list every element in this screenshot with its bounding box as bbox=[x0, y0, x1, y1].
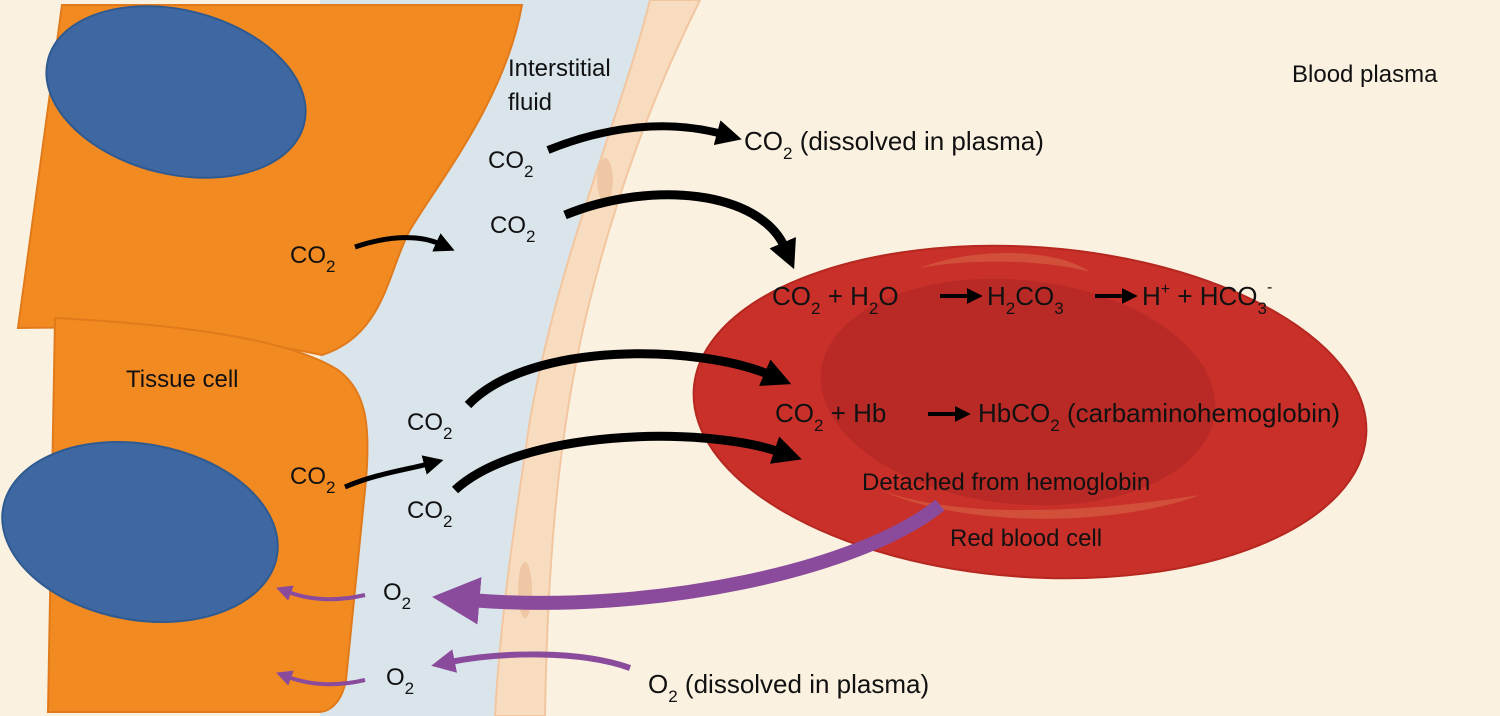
co2-to-rbc-arrow bbox=[464, 349, 792, 409]
co2-labels: CO2 CO2 CO2 CO2 CO2 CO2 bbox=[290, 147, 535, 531]
red-blood-cell-label: Red blood cell bbox=[950, 525, 1102, 552]
co2-to-rbc-arrow bbox=[563, 190, 796, 270]
co2-dissolved-label: CO2 (dissolved in plasma) bbox=[744, 126, 1044, 163]
detached-label: Detached from hemoglobin bbox=[862, 469, 1150, 496]
rbc-highlight bbox=[920, 252, 1090, 272]
bicarbonate-equation: CO2 + H2O H2CO3 H+ + HCO3- bbox=[772, 279, 1272, 318]
o2-dissolved-label: O2 (dissolved in plasma) bbox=[648, 669, 929, 706]
co2-to-plasma-arrow bbox=[546, 120, 742, 154]
o2-label: O2 bbox=[383, 579, 411, 613]
o2-from-plasma-arrow bbox=[431, 649, 632, 673]
co2-label: CO2 bbox=[488, 147, 533, 181]
carbaminohemoglobin-equation: CO2 + Hb HbCO2 (carbaminohemoglobin) bbox=[775, 398, 1340, 435]
co2-label: CO2 bbox=[290, 242, 335, 276]
o2-into-cell-arrow bbox=[275, 585, 366, 602]
nucleus-upper bbox=[45, 5, 307, 179]
interstitial-fluid-label-line2: fluid bbox=[508, 89, 552, 116]
equation-reactants: CO2 + Hb bbox=[775, 398, 886, 435]
o2-into-cell-arrow bbox=[275, 670, 366, 687]
equation-reactants: CO2 + H2O bbox=[772, 281, 899, 318]
tissue-cell-label: Tissue cell bbox=[126, 366, 238, 393]
co2-label: CO2 bbox=[407, 497, 452, 531]
equation-product: HbCO2 (carbaminohemoglobin) bbox=[978, 398, 1340, 435]
o2-label: O2 bbox=[386, 664, 414, 698]
equation-carbonic-acid: H2CO3 bbox=[987, 281, 1064, 318]
co2-label: CO2 bbox=[407, 409, 452, 443]
co2-label: CO2 bbox=[490, 212, 535, 246]
interstitial-fluid-label: Interstitial bbox=[508, 55, 611, 82]
rbc-highlight bbox=[880, 490, 1200, 519]
co2-to-rbc-arrow bbox=[451, 431, 802, 494]
blood-plasma-label: Blood plasma bbox=[1292, 61, 1438, 88]
co2-out-of-cell-arrow bbox=[354, 233, 455, 252]
o2-from-hemoglobin-arrow bbox=[432, 499, 945, 625]
co2-out-of-cell-arrow bbox=[344, 455, 444, 490]
equation-products: H+ + HCO3- bbox=[1142, 279, 1272, 318]
co2-label: CO2 bbox=[290, 463, 335, 497]
nucleus-lower bbox=[1, 441, 279, 623]
red-blood-cell-center bbox=[820, 278, 1216, 506]
endothelial-nucleus bbox=[597, 158, 613, 202]
